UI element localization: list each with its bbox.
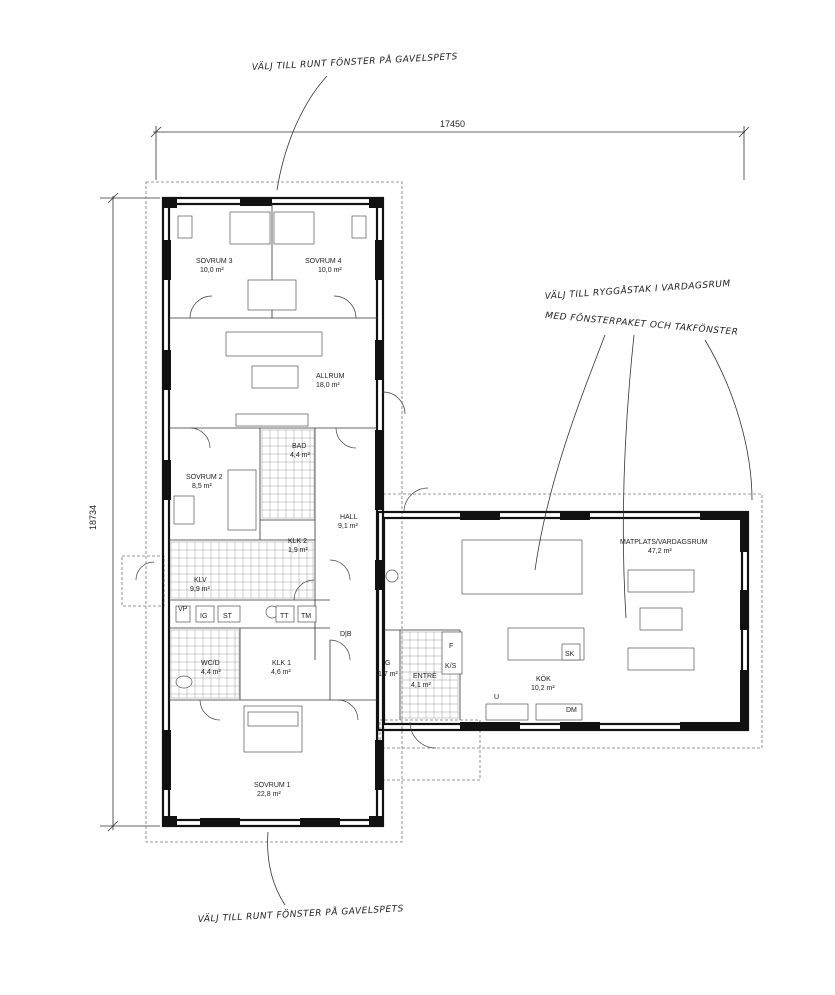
depth-label: 18734 bbox=[88, 505, 98, 530]
room-matplats-name: MATPLATS/VARDAGSRUM bbox=[620, 539, 708, 546]
room-wcd-area: 4,4 m² bbox=[201, 669, 222, 676]
note-gable-top: VÄLJ TILL RUNT FÖNSTER PÅ GAVELSPETS bbox=[252, 50, 459, 73]
fixture-sk: SK bbox=[565, 651, 575, 658]
room-bad-name: BAD bbox=[292, 443, 306, 450]
room-klk2-area: 1,9 m² bbox=[288, 547, 309, 554]
width-label: 17450 bbox=[440, 119, 465, 129]
fixture-f: F bbox=[449, 643, 453, 650]
room-sovrum3-name: SOVRUM 3 bbox=[196, 258, 233, 265]
depth-dimension: 18734 bbox=[88, 192, 160, 832]
fixture-tm: TM bbox=[301, 613, 311, 620]
room-g-area: 1,7 m² bbox=[378, 671, 399, 678]
leader-roof-3 bbox=[704, 339, 753, 501]
room-wcd-name: WC/D bbox=[201, 660, 220, 667]
room-sovrum4-area: 10,0 m² bbox=[318, 267, 342, 274]
furniture bbox=[173, 211, 695, 753]
room-klv-area: 9,9 m² bbox=[190, 586, 211, 593]
room-g-name: G bbox=[385, 660, 390, 667]
room-klk1-area: 4,6 m² bbox=[271, 669, 292, 676]
fixture-vp: VP bbox=[178, 606, 188, 613]
doors bbox=[135, 295, 437, 749]
note-roof-line1: VÄLJ TILL RYGGÅSTAK I VARDAGSRUM bbox=[544, 277, 731, 302]
fixture-st: ST bbox=[223, 613, 233, 620]
room-allrum-name: ALLRUM bbox=[316, 373, 345, 380]
room-kok-area: 10,2 m² bbox=[531, 685, 555, 692]
room-bad-area: 4,4 m² bbox=[290, 452, 311, 459]
fixture-labels: VP IG ST TT TM F K/S SK U DM D|B bbox=[175, 605, 581, 714]
room-matplats-area: 47,2 m² bbox=[648, 548, 672, 555]
room-klv-name: KLV bbox=[194, 577, 207, 584]
room-hall-name: HALL bbox=[340, 514, 358, 521]
room-sovrum1-name: SOVRUM 1 bbox=[254, 782, 291, 789]
partitions bbox=[169, 204, 461, 720]
fixture-dm: DM bbox=[566, 707, 577, 714]
width-dimension: 17450 bbox=[150, 119, 750, 180]
room-labels: SOVRUM 3 10,0 m² SOVRUM 4 10,0 m² ALLRUM… bbox=[186, 258, 708, 798]
fixture-db: D|B bbox=[340, 631, 352, 638]
leader-roof-2 bbox=[622, 334, 635, 619]
room-entre-area: 4,1 m² bbox=[411, 682, 432, 689]
fixture-ks: K/S bbox=[445, 663, 457, 670]
roof-outline-wing bbox=[377, 493, 763, 749]
fixture-u: U bbox=[494, 694, 499, 701]
fixture-tt: TT bbox=[280, 613, 289, 620]
walls-wing bbox=[376, 510, 750, 732]
room-klk2-name: KLK 2 bbox=[288, 538, 307, 545]
room-sovrum3-area: 10,0 m² bbox=[200, 267, 224, 274]
side-step-outline bbox=[121, 555, 165, 607]
note-roof-line2: MED FÖNSTERPAKET OCH TAKFÖNSTER bbox=[545, 310, 739, 338]
tiles bbox=[170, 429, 459, 719]
room-kok-name: KÖK bbox=[536, 675, 551, 683]
leader-roof-1 bbox=[534, 334, 606, 571]
fixture-ig: IG bbox=[200, 613, 207, 620]
room-sovrum2-area: 8,5 m² bbox=[192, 483, 213, 490]
note-gable-bottom: VÄLJ TILL RUNT FÖNSTER PÅ GAVELSPETS bbox=[198, 902, 405, 925]
leader-gable-top bbox=[276, 75, 328, 191]
leader-gable-bottom bbox=[267, 831, 286, 906]
room-allrum-area: 18,0 m² bbox=[316, 382, 340, 389]
room-sovrum4-name: SOVRUM 4 bbox=[305, 258, 342, 265]
room-hall-area: 9,1 m² bbox=[338, 523, 359, 530]
room-sovrum2-name: SOVRUM 2 bbox=[186, 474, 223, 481]
room-klk1-name: KLK 1 bbox=[272, 660, 291, 667]
room-entre-name: ENTRÉ bbox=[413, 671, 437, 680]
room-sovrum1-area: 22,8 m² bbox=[257, 791, 281, 798]
